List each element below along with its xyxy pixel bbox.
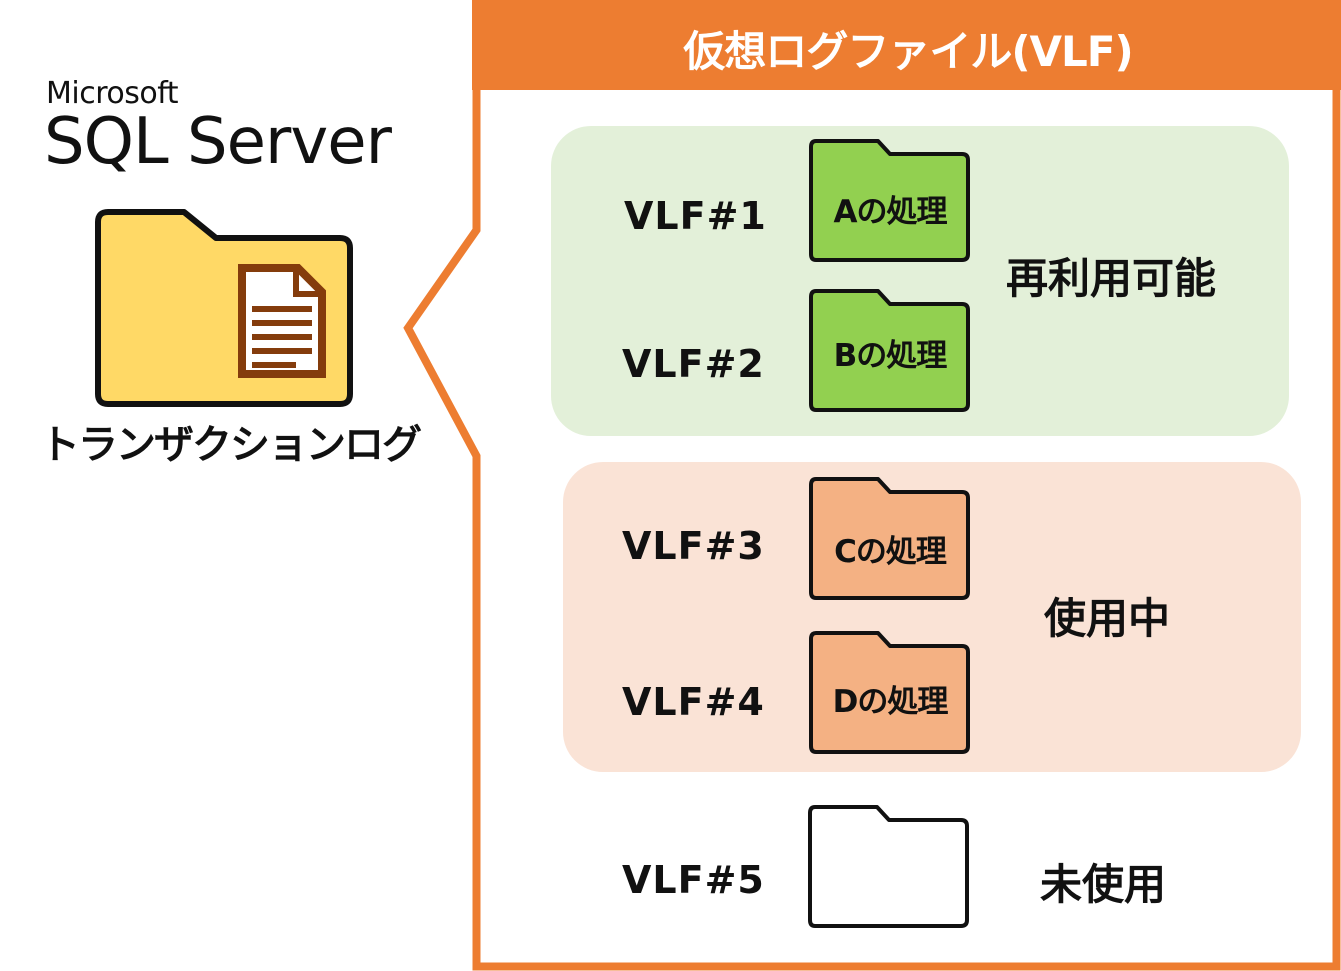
status-reusable: 再利用可能	[1006, 254, 1217, 303]
vlf-label-3: VLF#3	[622, 524, 765, 568]
brand-product: SQL Server	[44, 105, 392, 179]
vlf-label-5: VLF#5	[622, 858, 765, 902]
frame-title-band	[472, 0, 1341, 90]
vlf-5-folder-icon	[808, 805, 969, 928]
vlf-3-folder-icon	[809, 477, 970, 600]
vlf-label-4: VLF#4	[622, 680, 765, 724]
panel-title: 仮想ログファイル(VLF)	[683, 26, 1133, 76]
frame-outline-with-pointer	[403, 0, 1341, 971]
vlf-4-folder-icon	[809, 631, 970, 754]
vlf-2-folder-icon	[809, 289, 970, 412]
vlf-4-content: Dの処理	[832, 684, 949, 720]
vlf-label-1: VLF#1	[624, 194, 767, 238]
document-icon	[238, 264, 326, 378]
brand-company: Microsoft	[46, 76, 179, 111]
vlf-3-content: Cの処理	[834, 534, 947, 570]
transaction-log-caption: トランザクションログ	[40, 422, 422, 468]
vlf-2-content: Bの処理	[833, 338, 948, 374]
vlf-1-content: Aの処理	[833, 194, 948, 230]
status-in-use: 使用中	[1044, 594, 1171, 643]
transaction-log-folder-icon	[95, 209, 353, 407]
vlf-1-folder-icon	[809, 139, 970, 262]
vlf-label-2: VLF#2	[622, 342, 765, 386]
status-unused: 未使用	[1040, 860, 1167, 909]
